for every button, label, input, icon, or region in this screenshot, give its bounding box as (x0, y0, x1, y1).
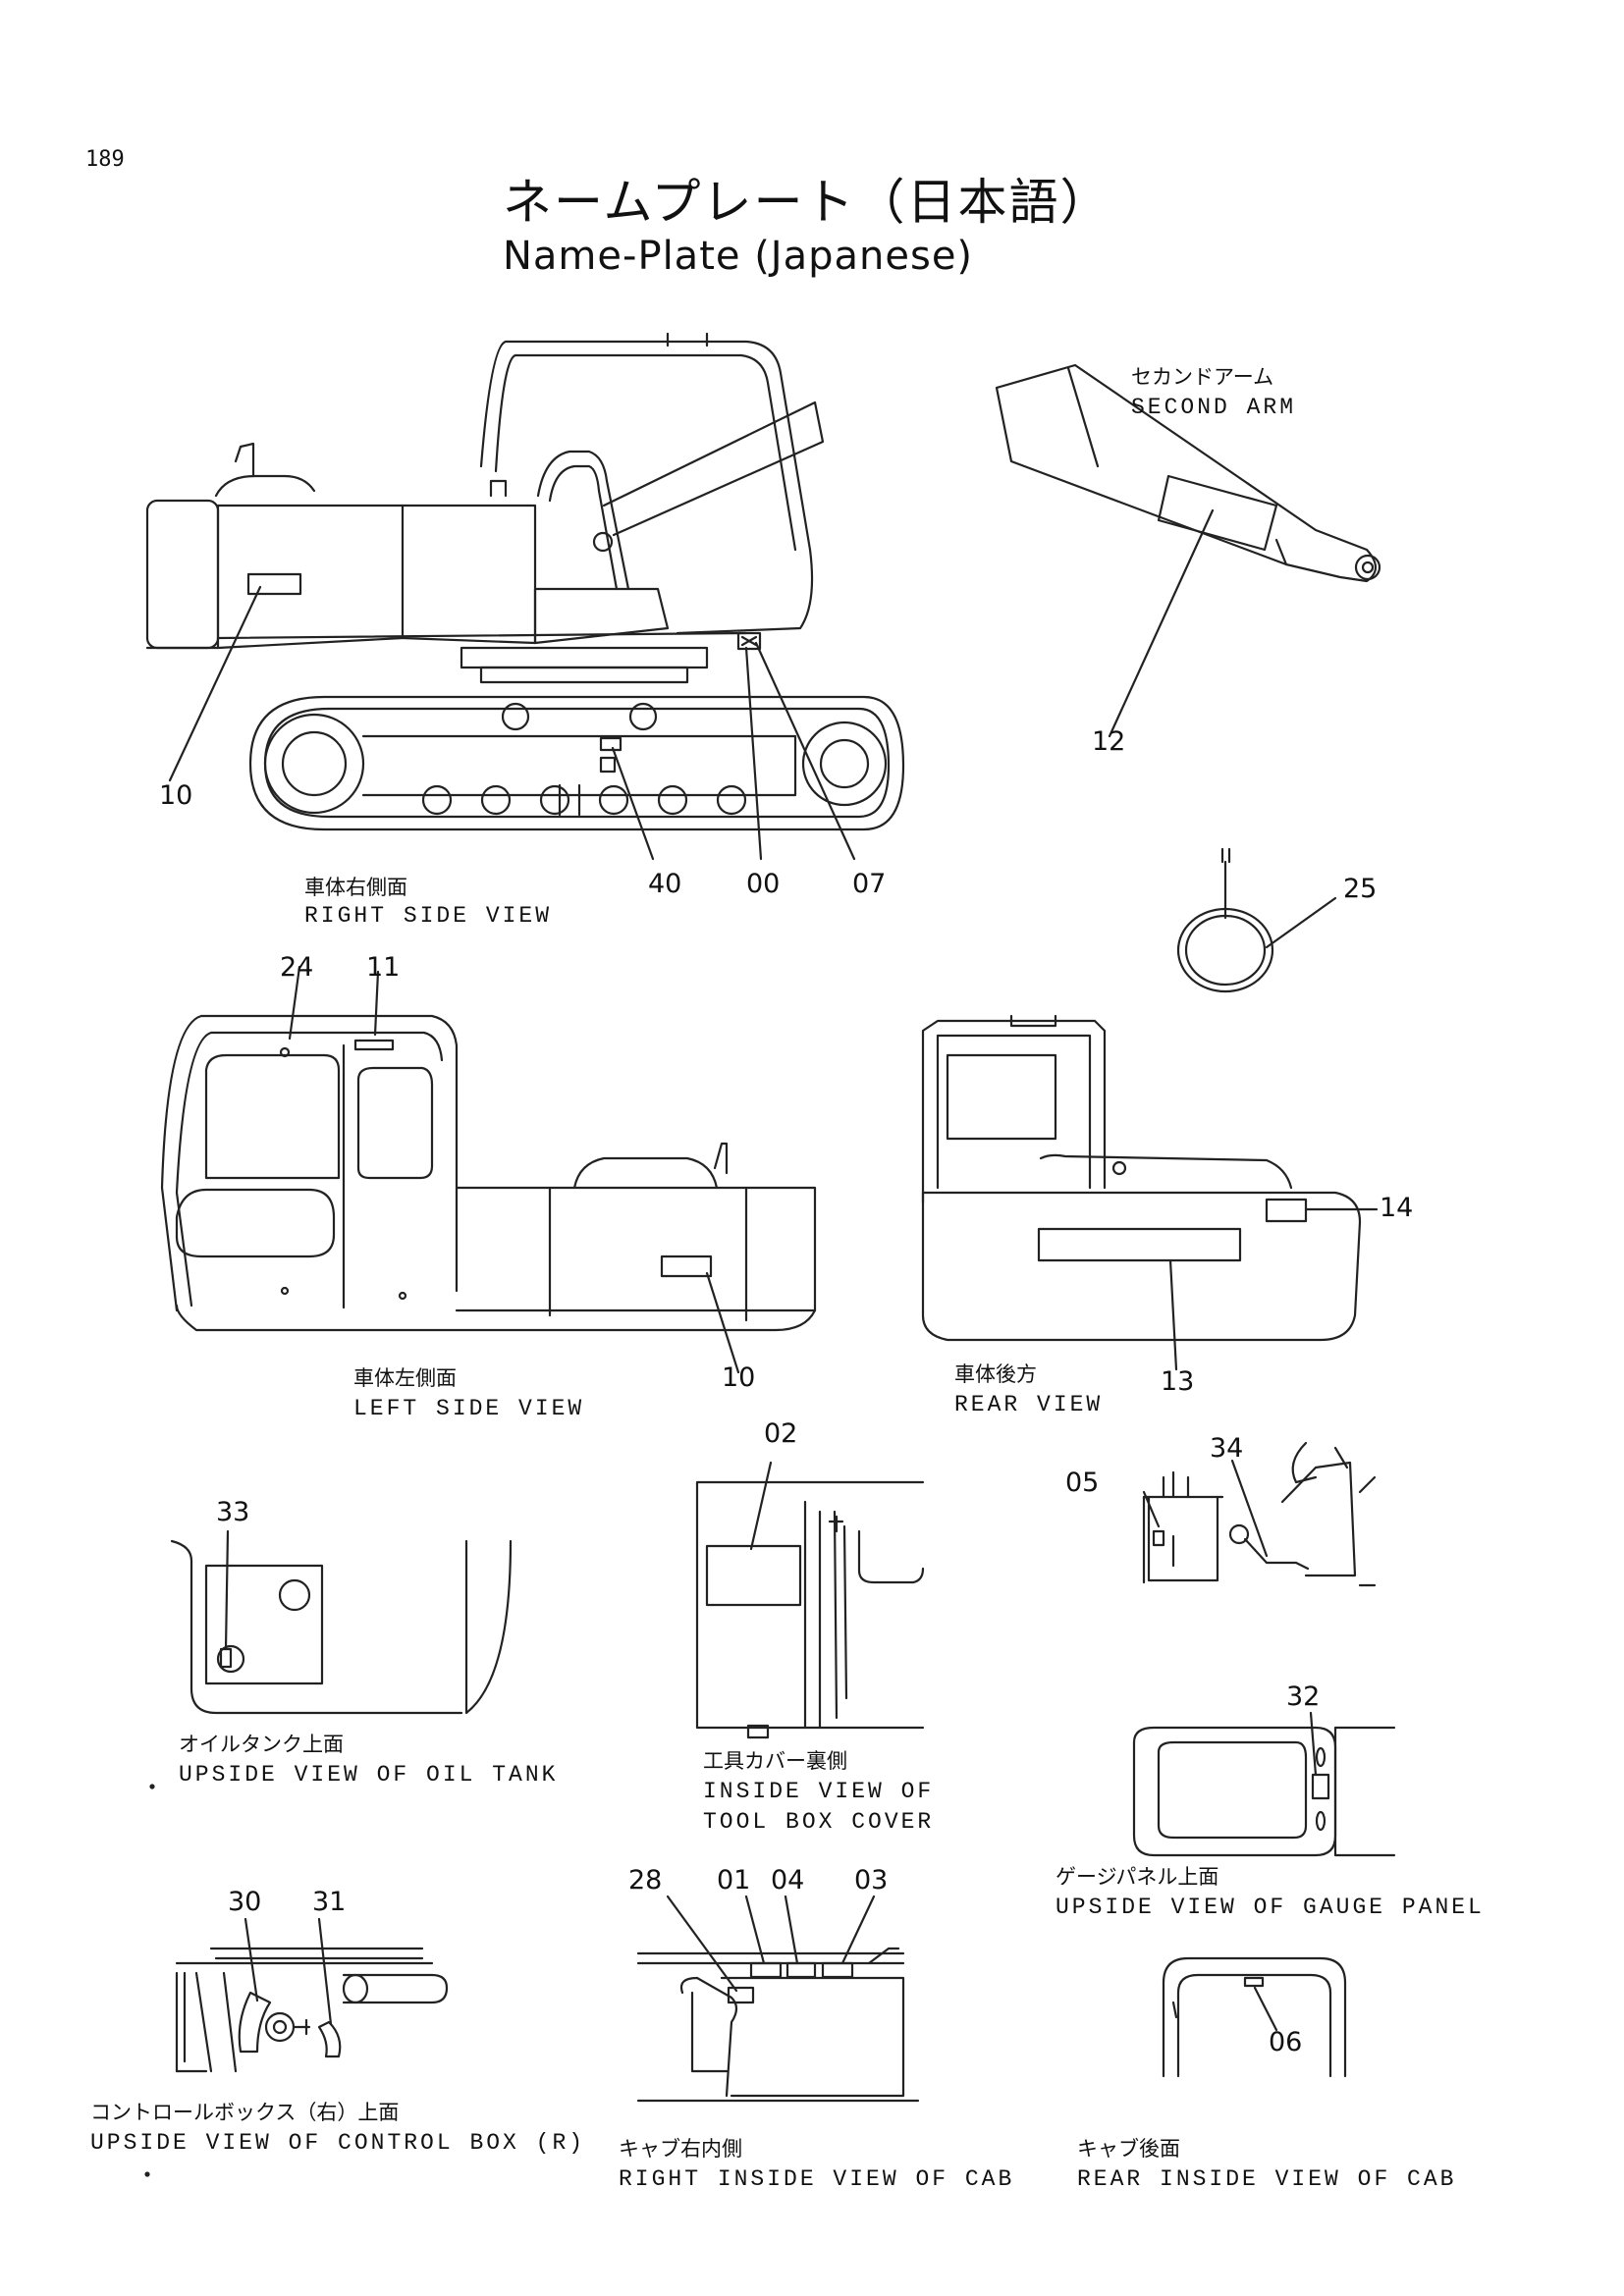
gauge-panel-label-jp: ゲージパネル上面 (1056, 1865, 1219, 1889)
oil-tank-label-en: UPSIDE VIEW OF OIL TANK (179, 1762, 559, 1788)
cab-right-inside-drawing (636, 1895, 920, 2103)
gauge-panel-label-en: UPSIDE VIEW OF GAUGE PANEL (1056, 1895, 1485, 1920)
control-lever-drawing (1142, 1441, 1377, 1587)
callout-07: 07 (852, 869, 887, 899)
right-side-view-label-en: RIGHT SIDE VIEW (304, 903, 553, 929)
left-side-view-label-en: LEFT SIDE VIEW (353, 1396, 585, 1421)
second-arm-label-en: SECOND ARM (1131, 395, 1297, 420)
callout-01: 01 (717, 1865, 751, 1896)
rear-view-drawing (921, 1014, 1379, 1371)
callout-33: 33 (216, 1497, 250, 1527)
callout-04: 04 (771, 1865, 805, 1896)
cab-rear-inside-drawing (1162, 1956, 1347, 2078)
callout-00: 00 (746, 869, 781, 899)
cab-rear-label-jp: キャブ後面 (1077, 2137, 1180, 2161)
callout-32: 32 (1286, 1682, 1321, 1712)
title-english: Name-Plate (Japanese) (503, 234, 974, 279)
tool-box-drawing (695, 1461, 925, 1739)
right-side-view-label-jp: 車体右側面 (304, 876, 407, 899)
callout-06: 06 (1269, 2027, 1303, 2057)
right-side-view-drawing (145, 332, 905, 861)
second-arm-label-jp: セカンドアーム (1131, 365, 1274, 389)
callout-13: 13 (1161, 1366, 1195, 1397)
callout-05: 05 (1065, 1468, 1100, 1498)
callout-34: 34 (1210, 1433, 1244, 1464)
callout-12: 12 (1092, 726, 1126, 757)
left-side-view-label-jp: 車体左側面 (353, 1366, 457, 1390)
tool-box-label-en-1: INSIDE VIEW OF (703, 1779, 935, 1804)
callout-24: 24 (280, 952, 314, 983)
cab-right-label-jp: キャブ右内側 (619, 2137, 742, 2161)
tool-box-label-en-2: TOOL BOX COVER (703, 1809, 935, 1835)
rear-view-label-en: REAR VIEW (954, 1392, 1104, 1417)
oil-tank-drawing (170, 1529, 513, 1715)
callout-10-left: 10 (722, 1362, 756, 1393)
control-box-label-jp: コントロールボックス（右）上面 (90, 2101, 400, 2124)
callout-30: 30 (228, 1887, 262, 1917)
cab-rear-label-en: REAR INSIDE VIEW OF CAB (1077, 2166, 1457, 2192)
grease-gauge-drawing (1176, 847, 1337, 993)
rear-view-label-jp: 車体後方 (954, 1362, 1037, 1386)
callout-11: 11 (366, 952, 401, 983)
callout-31: 31 (312, 1887, 347, 1917)
callout-10-right: 10 (159, 780, 193, 811)
cab-right-label-en: RIGHT INSIDE VIEW OF CAB (619, 2166, 1015, 2192)
left-side-view-drawing (160, 965, 817, 1374)
callout-03: 03 (854, 1865, 889, 1896)
control-box-drawing (175, 1917, 449, 2073)
tool-box-label-jp: 工具カバー裏側 (703, 1749, 847, 1773)
control-box-label-en: UPSIDE VIEW OF CONTROL BOX (R) (90, 2130, 586, 2156)
oil-tank-label-jp: オイルタンク上面 (179, 1733, 344, 1756)
title-japanese: ネームプレート（日本語） (503, 174, 1111, 231)
page-number: 189 (85, 147, 125, 172)
callout-02: 02 (764, 1418, 798, 1449)
callout-40: 40 (648, 869, 682, 899)
callout-28: 28 (628, 1865, 663, 1896)
gauge-panel-drawing (1132, 1711, 1396, 1857)
callout-14: 14 (1380, 1193, 1414, 1223)
callout-25: 25 (1343, 874, 1378, 904)
second-arm-drawing (995, 363, 1381, 738)
